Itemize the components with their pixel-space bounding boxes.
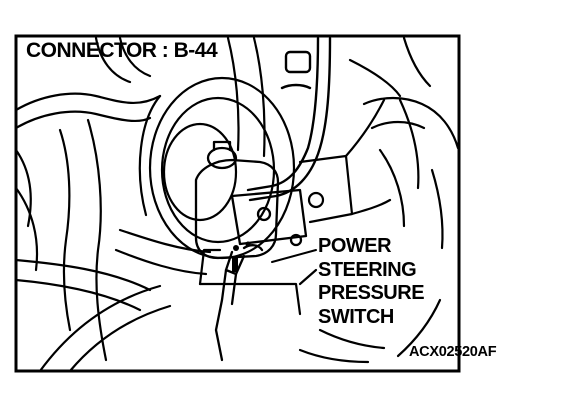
callout-line-1: POWER <box>318 235 392 257</box>
callout-line-3: PRESSURE <box>318 282 425 304</box>
callout-line-4: SWITCH <box>318 305 394 328</box>
connector-label: CONNECTOR : B-44 <box>26 39 218 62</box>
mounting-bracket <box>298 98 392 224</box>
figure-id: ACX02520AF <box>409 344 497 360</box>
callout-label: POWER STEERING PRESSURE SWITCH <box>318 235 425 329</box>
right-components <box>298 36 460 364</box>
callout-leader <box>271 249 317 263</box>
callout-line-2: STEERING <box>318 258 417 281</box>
connector-b44 <box>198 248 318 316</box>
hoses <box>14 36 266 362</box>
